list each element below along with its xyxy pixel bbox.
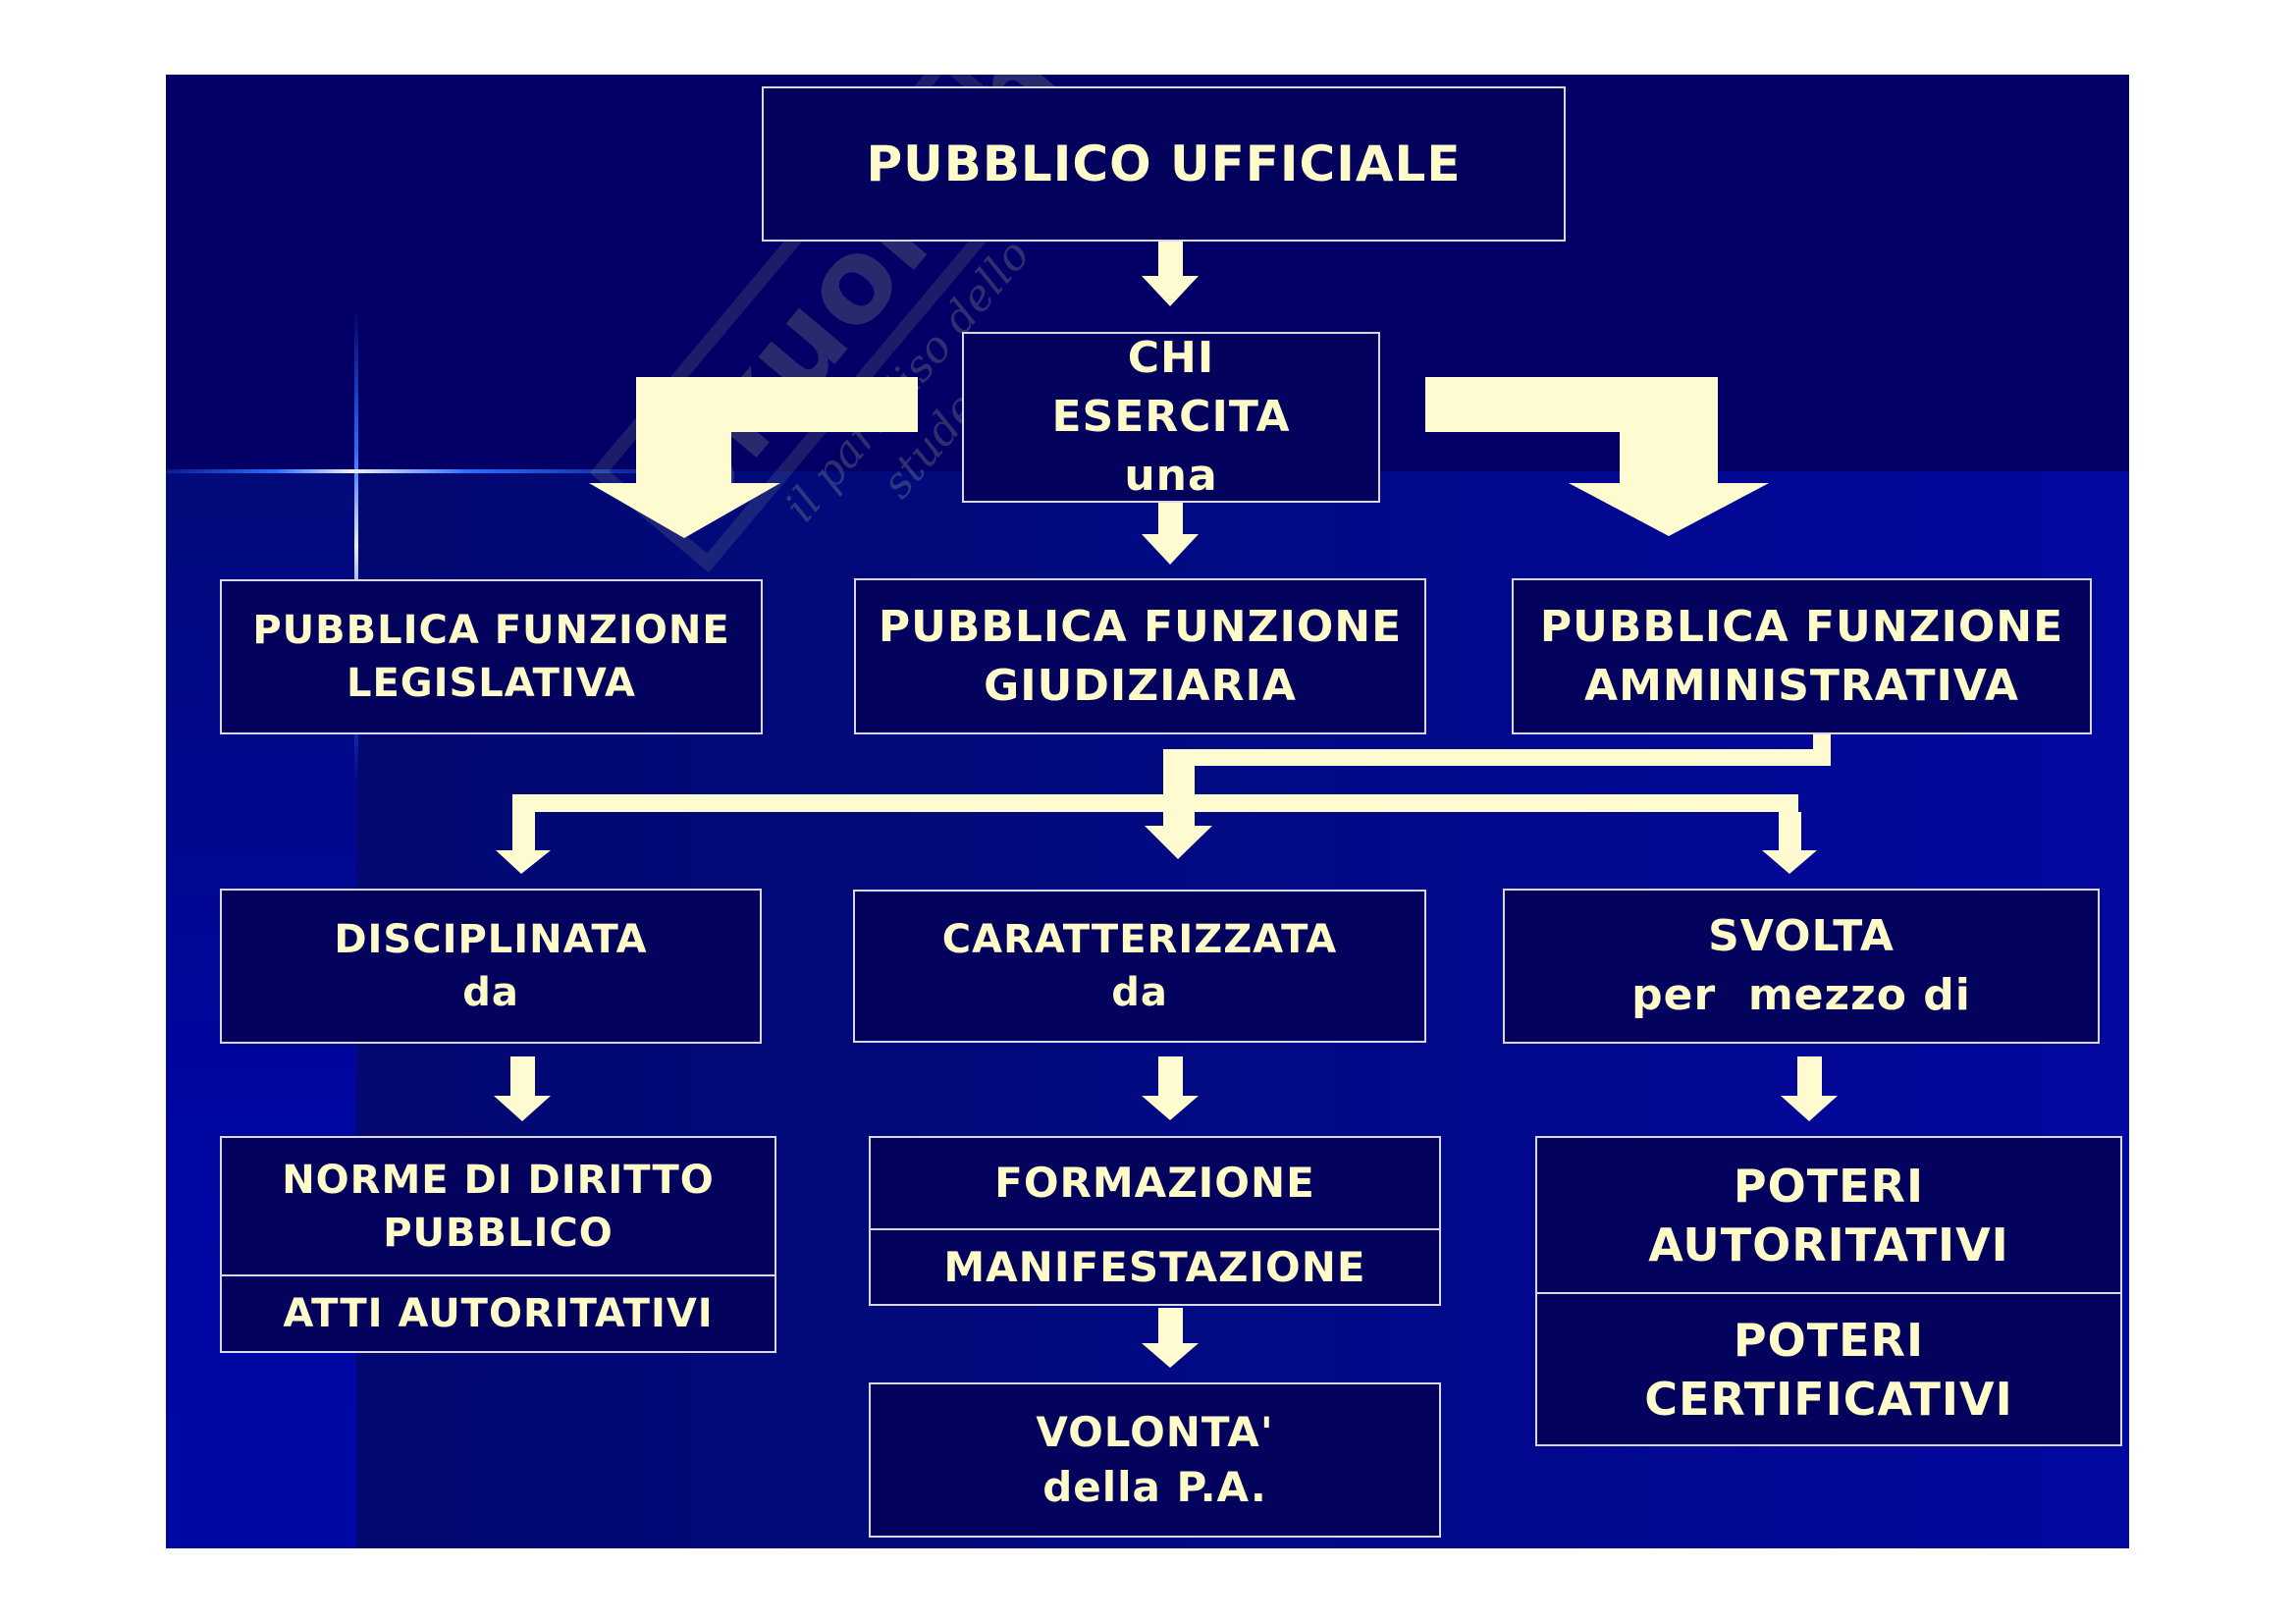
result-norme-line-2: PUBBLICO <box>383 1210 614 1256</box>
qualifier-box-svolta: SVOLTA per mezzo di <box>1503 889 2100 1044</box>
arrow-disciplinata-to-norme <box>494 1056 551 1121</box>
result-cell-atti-autoritativi: ATTI AUTORITATIVI <box>222 1274 774 1351</box>
qualifier-disciplinata-line-2: da <box>462 970 519 1015</box>
arrows-layer <box>494 240 1838 1368</box>
slide: Skuola.net il paradiso dello studente PU… <box>166 75 2129 1548</box>
result-box-formazione-manifestazione: FORMAZIONE MANIFESTAZIONE <box>869 1136 1441 1306</box>
connector-line-3: una <box>1124 451 1218 501</box>
result-poteri-autoritativi-line-2: AUTORITATIVI <box>1648 1217 2009 1271</box>
result-volonta-line-1: VOLONTA' <box>1036 1408 1274 1456</box>
glow-cross-horizontal <box>166 469 716 473</box>
arrow-svolta-to-poteri <box>1781 1056 1838 1121</box>
function-giudiziaria-line-1: PUBBLICA FUNZIONE <box>878 601 1403 652</box>
result-formazione-label: FORMAZIONE <box>994 1159 1315 1207</box>
arrow-chi-to-amministrativa <box>1425 377 1769 536</box>
function-box-amministrativa: PUBBLICA FUNZIONE AMMINISTRATIVA <box>1512 578 2092 734</box>
qualifier-disciplinata-line-1: DISCIPLINATA <box>334 917 648 962</box>
function-box-giudiziaria: PUBBLICA FUNZIONE GIUDIZIARIA <box>854 578 1426 734</box>
result-cell-formazione: FORMAZIONE <box>871 1138 1439 1228</box>
result-atti-line-1: ATTI AUTORITATIVI <box>283 1291 714 1336</box>
result-poteri-autoritativi-line-1: POTERI <box>1733 1159 1925 1213</box>
result-cell-poteri-autoritativi: POTERI AUTORITATIVI <box>1537 1138 2120 1292</box>
result-poteri-certificativi-line-2: CERTIFICATIVI <box>1644 1372 2013 1426</box>
result-box-norme: NORME DI DIRITTO PUBBLICO ATTI AUTORITAT… <box>220 1136 776 1353</box>
result-cell-poteri-certificativi: POTERI CERTIFICATIVI <box>1537 1292 2120 1444</box>
function-giudiziaria-line-2: GIUDIZIARIA <box>984 660 1297 711</box>
arrow-to-caratterizzata <box>1145 812 1212 859</box>
arrow-to-disciplinata <box>496 812 551 874</box>
root-box-pubblico-ufficiale: PUBBLICO UFFICIALE <box>762 86 1566 242</box>
arrow-chi-to-legislativa <box>589 377 918 538</box>
arrow-to-svolta <box>1762 812 1817 874</box>
arrow-caratterizzata-to-formazione <box>1142 1056 1199 1120</box>
function-amministrativa-line-2: AMMINISTRATIVA <box>1584 660 2019 711</box>
qualifier-svolta-line-2: per mezzo di <box>1631 970 1971 1020</box>
connector-box-chi-esercita: CHI ESERCITA una <box>962 332 1380 503</box>
arrow-chi-to-giudiziaria <box>1142 503 1199 565</box>
result-box-poteri: POTERI AUTORITATIVI POTERI CERTIFICATIVI <box>1535 1136 2122 1446</box>
result-cell-norme-diritto-pubblico: NORME DI DIRITTO PUBBLICO <box>222 1138 774 1274</box>
result-volonta-line-2: della P.A. <box>1042 1463 1267 1511</box>
result-poteri-certificativi-line-1: POTERI <box>1733 1313 1925 1367</box>
function-legislativa-line-1: PUBBLICA FUNZIONE <box>252 608 730 653</box>
function-box-legislativa: PUBBLICA FUNZIONE LEGISLATIVA <box>220 579 763 734</box>
qualifier-box-caratterizzata: CARATTERIZZATA da <box>853 890 1426 1043</box>
qualifier-svolta-line-1: SVOLTA <box>1708 911 1895 961</box>
qualifier-caratterizzata-line-1: CARATTERIZZATA <box>941 917 1338 962</box>
root-label: PUBBLICO UFFICIALE <box>866 135 1462 192</box>
result-box-volonta: VOLONTA' della P.A. <box>869 1382 1441 1538</box>
connector-line-2: ESERCITA <box>1051 392 1291 442</box>
arrow-root-to-chi <box>1142 240 1199 306</box>
qualifier-caratterizzata-line-2: da <box>1111 970 1168 1015</box>
connector-amministrativa-branch <box>1163 734 1831 795</box>
result-cell-manifestazione: MANIFESTAZIONE <box>871 1228 1439 1304</box>
arrow-manifestazione-to-volonta <box>1142 1308 1199 1368</box>
result-norme-line-1: NORME DI DIRITTO <box>282 1157 715 1203</box>
connector-distribution-bar <box>512 794 1798 812</box>
function-amministrativa-line-1: PUBBLICA FUNZIONE <box>1539 601 2064 652</box>
glow-cross-vertical <box>354 310 358 782</box>
result-manifestazione-label: MANIFESTAZIONE <box>943 1242 1366 1291</box>
connector-line-1: CHI <box>1127 333 1215 383</box>
function-legislativa-line-2: LEGISLATIVA <box>346 661 637 706</box>
qualifier-box-disciplinata: DISCIPLINATA da <box>220 889 762 1044</box>
